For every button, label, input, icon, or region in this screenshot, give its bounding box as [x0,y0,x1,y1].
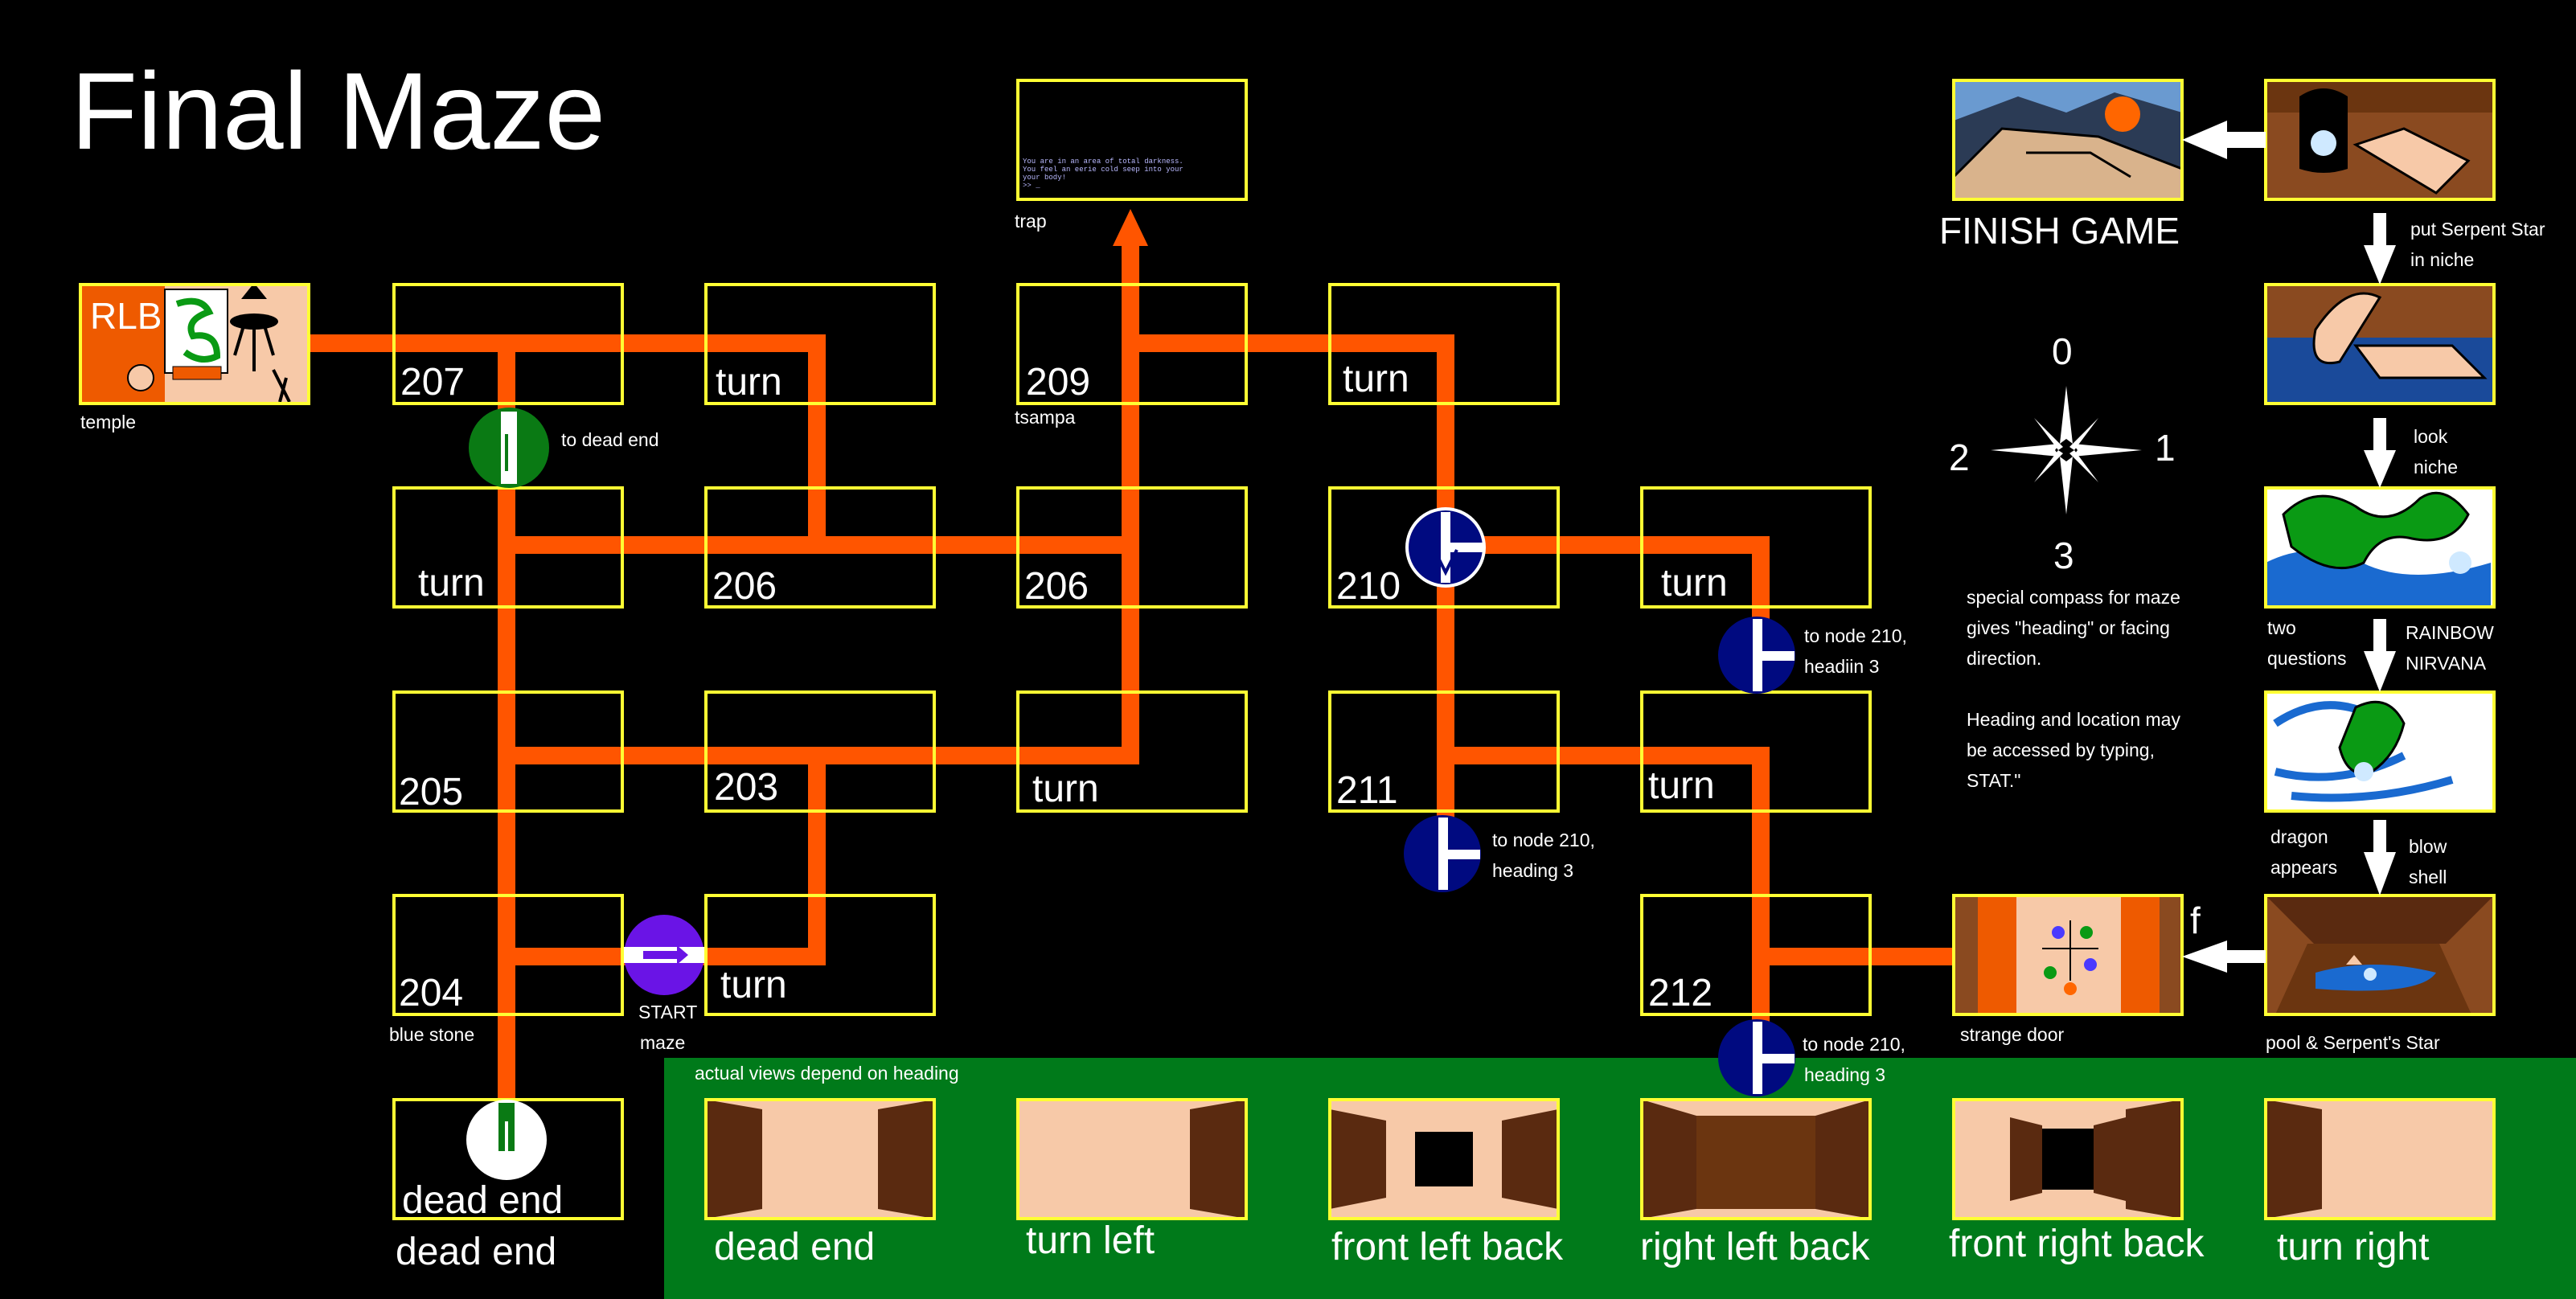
shell-label: shell [2409,867,2447,887]
finish-picture [1952,80,2184,201]
compass-desc: STAT." [1967,770,2021,791]
view-right-left-back-picture [1640,1098,1872,1220]
node-turn: turn [1032,768,1099,810]
node-206: 206 [1024,565,1089,608]
view-front-right-back-picture [1952,1098,2184,1220]
node-turn: turn [418,562,485,604]
compass-desc: special compass for maze [1967,587,2180,608]
views-caption: actual views depend on heading [695,1063,959,1084]
dragon-appears-picture [2266,692,2494,811]
node-203: 203 [714,766,779,809]
trap-line: You feel an eerie cold seep into your [1023,166,1183,174]
node-turn: turn [1343,358,1409,400]
node-dead-end: dead end [402,1179,564,1222]
rainbow-label: RAINBOW [2406,622,2494,643]
rainbow-dragon-picture [2266,488,2494,607]
view-label-front-right-back: front right back [1949,1223,2205,1265]
maze-label: maze [640,1032,686,1053]
view-turn-left-picture [1016,1098,1248,1220]
views-panel [664,1058,2576,1299]
to-node-210-label: to node 210, [1803,1034,1905,1055]
node-turn: turn [1648,764,1715,807]
strange-door-label: strange door [1960,1024,2065,1045]
compass-desc: Heading and location may [1967,709,2180,730]
appears-label: appears [2270,857,2338,878]
node-204: 204 [399,972,464,1014]
view-dead-end-picture [704,1098,936,1220]
trap-line: You are in an area of total darkness. [1023,158,1183,166]
compass-desc: be accessed by typing, [1967,740,2155,760]
trap-label: trap [1015,211,1047,232]
tsampa-label: tsampa [1015,407,1076,428]
node-210: 210 [1336,565,1401,608]
strange-door-picture [1954,895,2182,1014]
compass-desc: gives "heading" or facing [1967,617,2170,638]
view-front-left-back-picture [1328,1098,1560,1220]
nirvana-label: NIRVANA [2406,653,2487,674]
heading-label: heading 3 [1492,860,1574,881]
compass-3: 3 [2053,535,2074,576]
put-star-label: in niche [2410,249,2475,270]
trap-line: >> _ [1023,182,1040,190]
f-label: f [2190,899,2201,941]
dragon-label: dragon [2270,826,2328,847]
start-label: START [638,1002,698,1022]
rlb-signature: RLB [90,295,162,337]
view-label-turn-left: turn left [1026,1219,1155,1262]
page-title: Final Maze [71,50,606,172]
view-label-turn-right: turn right [2277,1226,2430,1268]
pool-label: pool & Serpent's Star [2266,1032,2440,1053]
node-212: 212 [1648,972,1713,1014]
compass-0: 0 [2052,330,2073,372]
node-206: 206 [712,565,777,608]
temple-label: temple [80,412,137,432]
maze-paths [309,233,1954,1158]
niche-label: niche [2414,457,2458,477]
view-turn-right-picture [2264,1098,2496,1220]
node-211: 211 [1336,769,1398,812]
start-badge [624,915,704,995]
heading-label: headiin 3 [1804,656,1880,677]
finish-game-label: FINISH GAME [1939,210,2180,252]
pool-picture [2266,895,2494,1014]
compass-2: 2 [1949,436,1970,478]
dead-end-label: dead end [396,1231,557,1273]
view-label-right-left-back: right left back [1640,1226,1870,1268]
two-label: two [2267,617,2296,638]
dead-end-badges [466,408,549,1180]
node-207: 207 [400,361,466,404]
arrow-to-trap [1113,209,1148,246]
to-dead-end-label: to dead end [561,429,659,450]
node-turn: turn [1661,562,1728,604]
trap-screen [1019,82,1245,198]
trap-terminal-text: You are in an area of total darkness. Yo… [1023,158,1183,190]
compass-desc: direction. [1967,648,2042,669]
heading-badges [1404,507,1795,1096]
progress-arrows [2182,121,2396,973]
niche-star-picture [2266,80,2494,199]
room-boxes [392,79,1872,1220]
view-label-dead-end: dead end [714,1226,876,1268]
view-label-front-left-back: front left back [1331,1226,1564,1268]
node-205: 205 [399,771,464,813]
to-node-210-label: to node 210, [1492,830,1595,850]
look-niche-picture [2266,285,2494,404]
node-turn: turn [716,361,782,404]
blue-stone-label: blue stone [389,1024,475,1045]
to-node-210-label: to node 210, [1804,625,1907,646]
trap-line: your body! [1023,174,1067,182]
put-star-label: put Serpent Star [2410,219,2545,240]
node-209: 209 [1026,361,1091,404]
temple-picture [80,285,309,404]
node-turn: turn [720,964,787,1006]
look-label: look [2414,426,2448,447]
heading-label: heading 3 [1804,1064,1886,1085]
compass-star-icon [1991,386,2142,514]
compass-1: 1 [2155,427,2176,469]
blow-label: blow [2409,836,2447,857]
questions-label: questions [2267,648,2347,669]
